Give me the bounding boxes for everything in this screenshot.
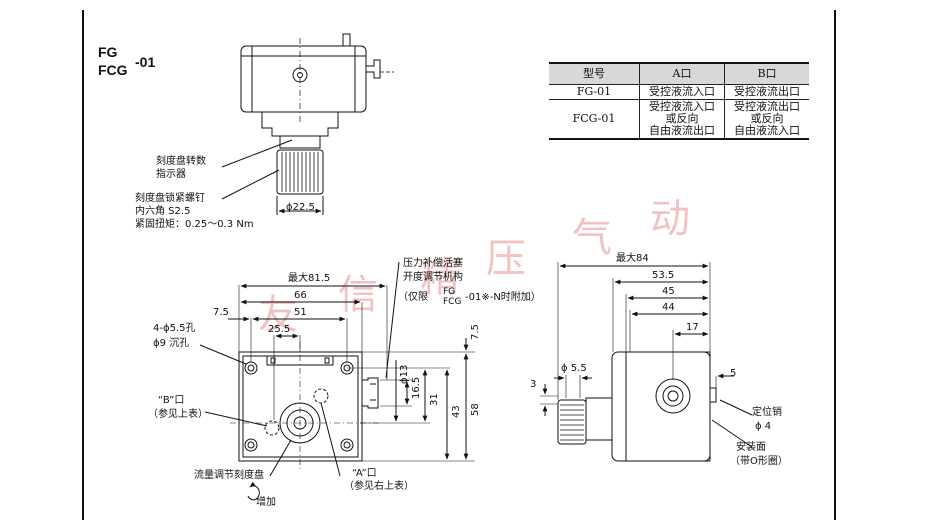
side-view	[540, 262, 753, 462]
table-header: A口	[639, 62, 725, 85]
b-port-ref: （参见上表）	[148, 409, 208, 420]
dial-knob	[276, 149, 324, 195]
dim-3: 3	[530, 379, 537, 390]
dim-17: 17	[686, 322, 699, 333]
port-spec-table: 型号 A口 B口 FG-01 受控液流入口 受控液流出口 FCG-01 受控液流…	[549, 62, 809, 140]
dim-25-5: 25.5	[268, 324, 291, 335]
dial-collar	[279, 135, 321, 149]
dim-58: 58	[470, 403, 481, 416]
cell-line: 受控液流入口	[649, 100, 715, 113]
cell-line: 自由液流出口	[649, 124, 715, 137]
dim-7-5-v: 7.5	[470, 324, 481, 340]
increase-label: 增加	[256, 497, 276, 508]
knob-knurl	[281, 152, 319, 192]
mount-hole	[244, 361, 258, 375]
dim-phi5-5: ϕ 5.5	[561, 363, 587, 374]
comp-note-prefix: （仅限	[398, 292, 428, 303]
dim-16-5: 16.5	[411, 376, 422, 399]
table-row: FG-01 受控液流入口 受控液流出口	[549, 84, 809, 100]
dim-43: 43	[451, 405, 462, 418]
model-title-fcg: FCG	[98, 62, 128, 78]
valve-body-side	[611, 351, 711, 462]
comp-note-fg: FG	[443, 287, 456, 297]
dim-7-5-h: 7.5	[213, 307, 229, 318]
pin-dia: ϕ 4	[755, 421, 772, 432]
table-cell-model: FCG-01	[549, 99, 640, 140]
mount-surface-label: 安装面	[736, 442, 766, 453]
dim-44: 44	[662, 302, 675, 313]
table-cell-model: FG-01	[549, 84, 640, 100]
table-header: 型号	[549, 62, 640, 85]
table-cell-a-port: 受控液流入口	[639, 84, 725, 100]
drawing-frame	[82, 10, 836, 520]
comp-plug-label-2: 开度调节机构	[403, 272, 463, 283]
table-cell-b-port: 受控液流出口	[724, 84, 809, 100]
lock-screw-label: 刻度盘锁紧螺钉	[135, 193, 205, 204]
torque-label: 紧固扭矩：0.25～0.3 Nm	[135, 219, 254, 230]
pin-label: 定位销	[752, 407, 782, 418]
a-port-label: “A”口	[352, 468, 377, 479]
cell-line: 自由液流入口	[734, 124, 800, 137]
watermark-char: 动	[650, 196, 690, 242]
flow-dial-label: 流量调节刻度盘	[194, 470, 264, 481]
hex-label: 内六角 S2.5	[135, 206, 191, 217]
dim-53-5: 53.5	[652, 270, 675, 281]
table-cell-a-port: 受控液流入口 或反向 自由液流出口	[639, 99, 725, 140]
mount-hole	[244, 438, 258, 452]
indicator-label: 指示器	[156, 169, 186, 180]
table-cell-b-port: 受控液流出口 或反向 自由液流入口	[724, 99, 809, 140]
cell-line: 受控液流出口	[734, 100, 800, 113]
a-port-ref: （参见右上表）	[344, 481, 414, 492]
front-view	[199, 261, 475, 501]
b-port-label: “B”口	[158, 395, 185, 406]
holes-label: 4-ϕ5.5孔	[153, 323, 196, 334]
hole-circle	[292, 67, 308, 83]
mount-hole	[340, 438, 354, 452]
dim-45: 45	[662, 286, 675, 297]
comp-plug-label: 压力补偿活塞	[403, 258, 463, 269]
watermark-char: 气	[572, 215, 612, 261]
watermark-char: 精	[420, 255, 460, 301]
cell-line: 或反向	[750, 112, 784, 125]
model-title-fg: FG	[98, 44, 118, 60]
dim-51: 51	[294, 307, 307, 318]
comp-note-suffix: -01※-N时附加）	[465, 292, 541, 303]
model-title-suffix: -01	[135, 54, 156, 70]
dial-collar-side	[585, 397, 613, 441]
dim-phi13: ϕ13	[399, 364, 410, 384]
side-port	[655, 378, 691, 414]
top-view	[221, 33, 394, 215]
watermark-char: 压	[486, 236, 526, 282]
counterbore-label: ϕ9 沉孔	[153, 338, 190, 349]
dim-31: 31	[429, 393, 440, 406]
oring-label: （带O形圈）	[730, 456, 788, 467]
dim-knob-diameter: ϕ22.5	[286, 202, 315, 213]
comp-note-fcg: FCG	[443, 297, 462, 307]
watermark-char: 信	[338, 272, 378, 318]
dim-max84: 最大84	[616, 253, 649, 264]
comp-plug-top	[366, 59, 381, 79]
table-header: B口	[724, 62, 809, 85]
dial-counter-label: 刻度盘转数	[156, 156, 206, 167]
dim-max-width: 最大81.5	[288, 273, 331, 284]
valve-body-top	[240, 45, 367, 113]
dial-knob-side	[557, 399, 587, 445]
comp-plug-front	[362, 377, 379, 409]
dim-66: 66	[294, 290, 307, 301]
cell-line: 或反向	[665, 112, 699, 125]
table-row: FCG-01 受控液流入口 或反向 自由液流出口 受控液流出口 或反向 自由液流…	[549, 99, 809, 140]
dim-5: 5	[730, 368, 737, 379]
